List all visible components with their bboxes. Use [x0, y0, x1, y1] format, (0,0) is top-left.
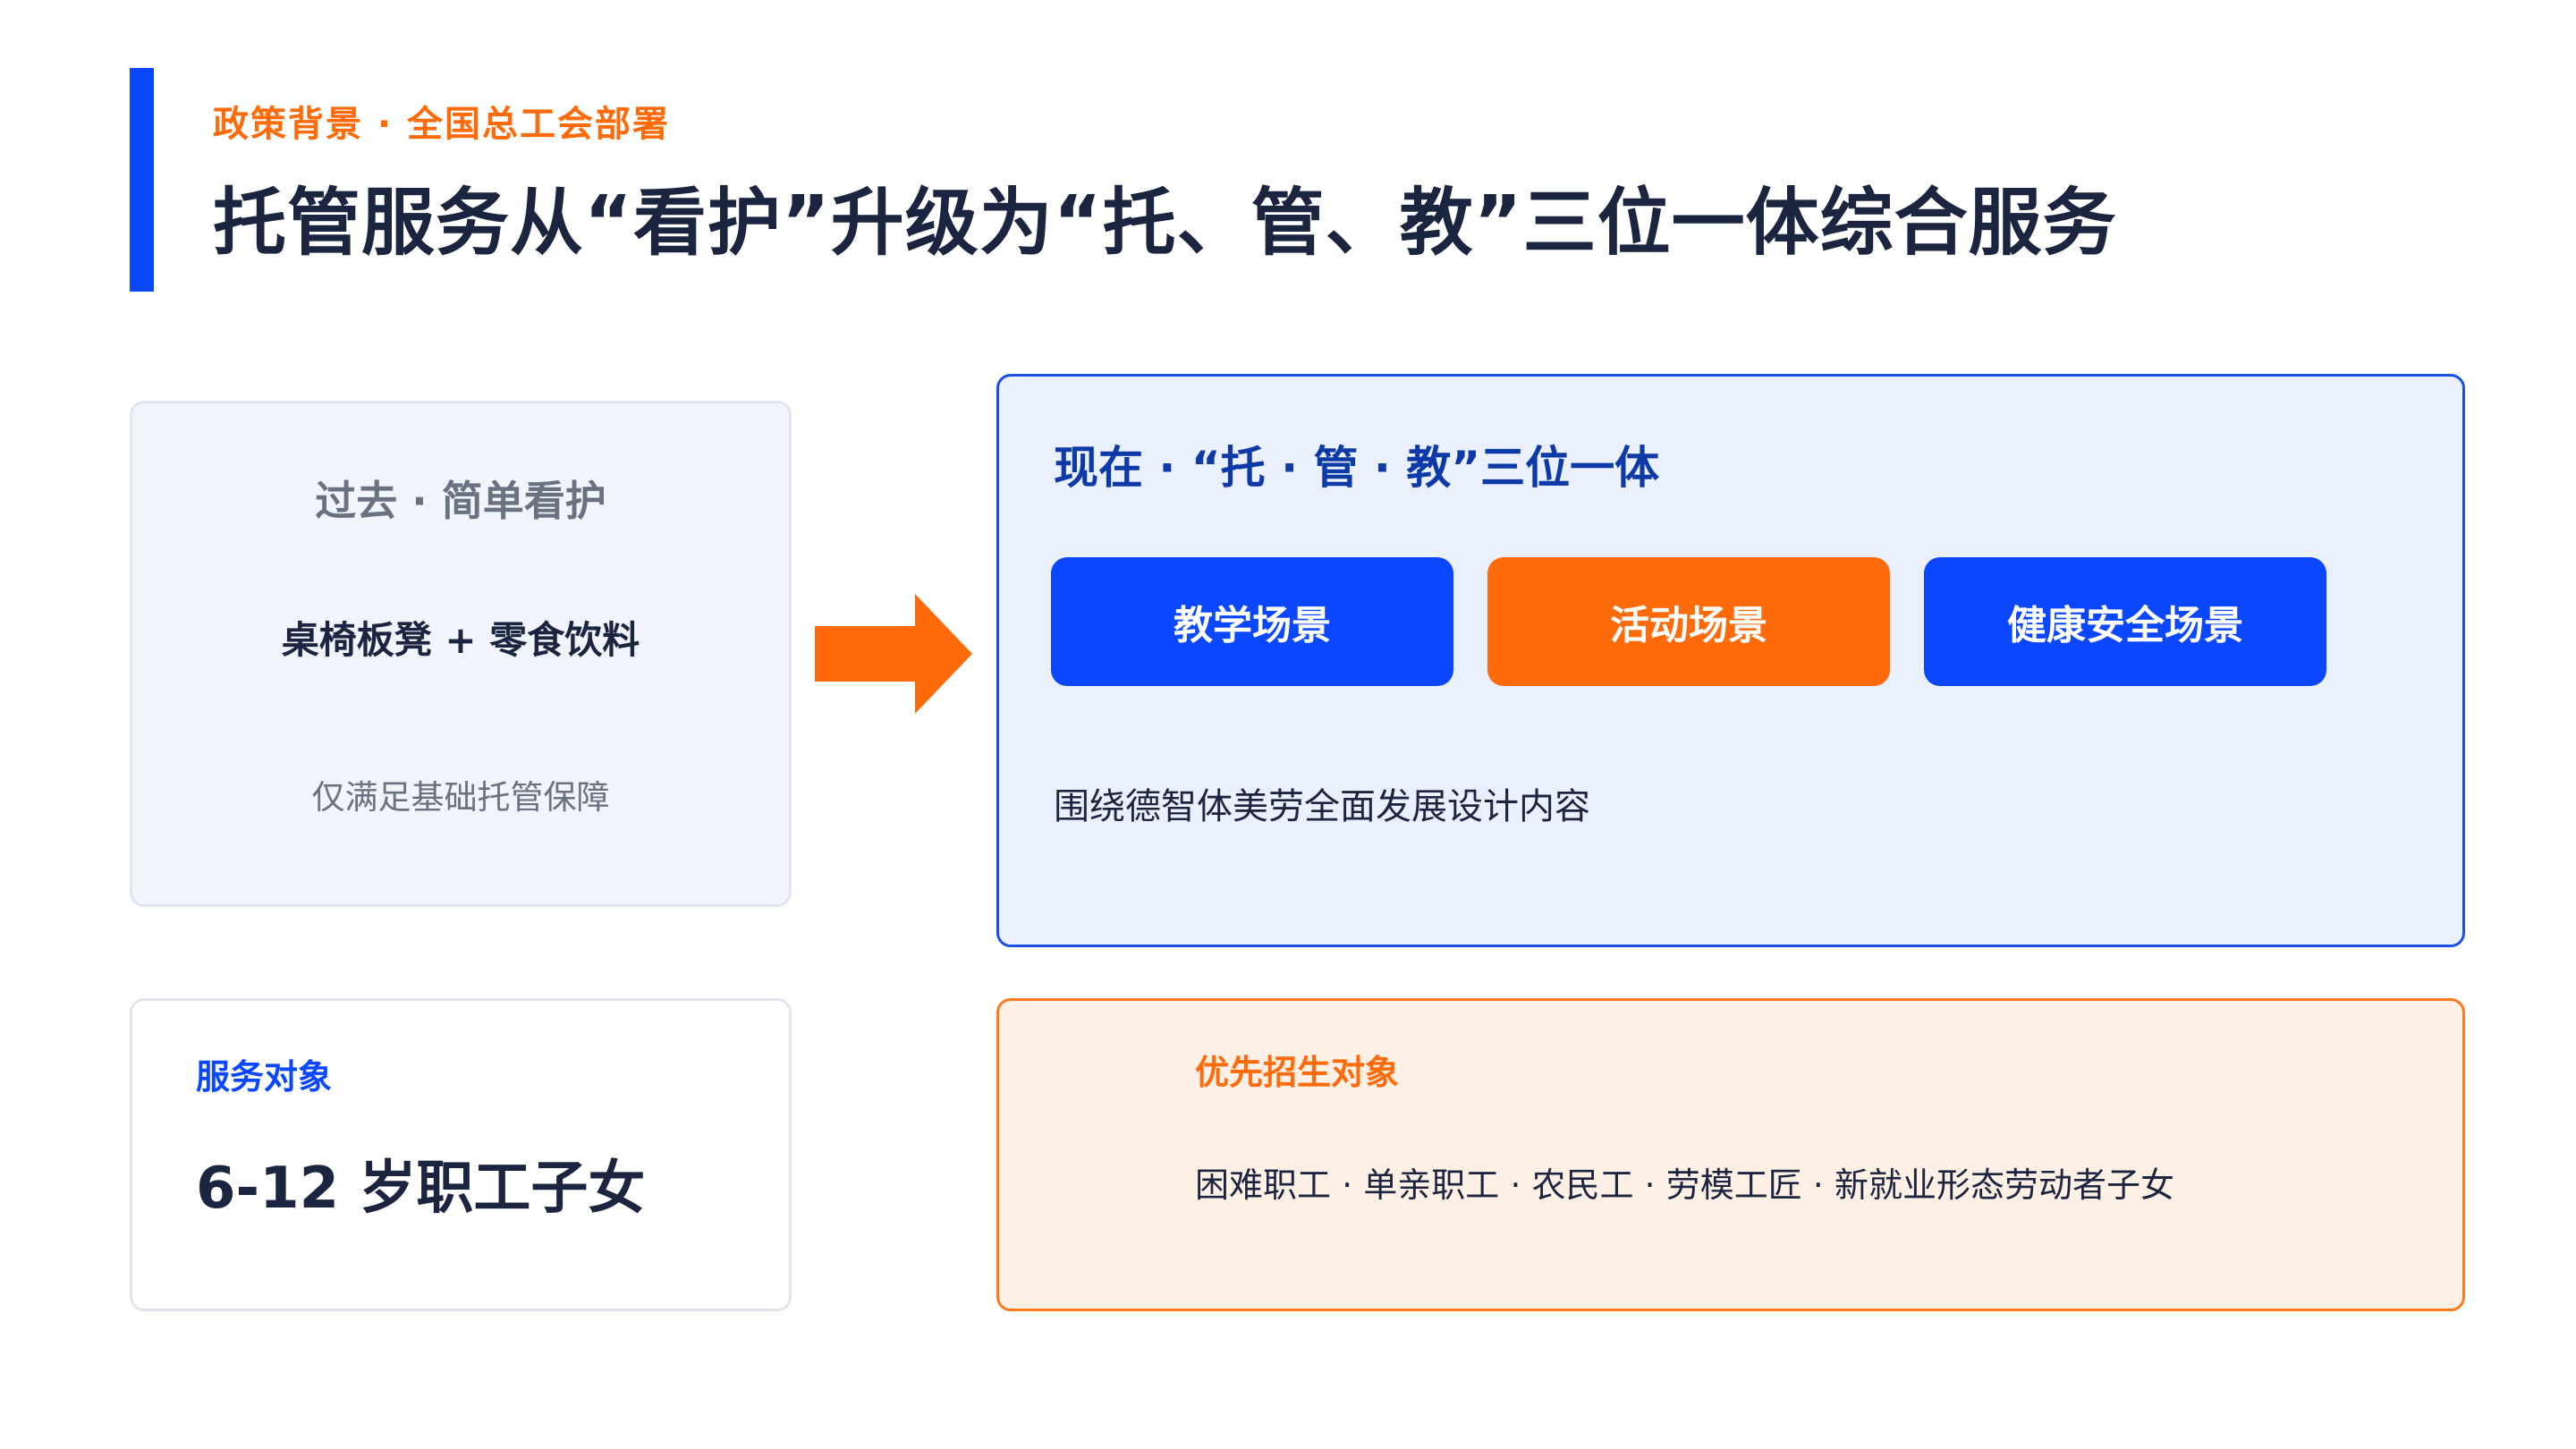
header-accent-bar [130, 68, 154, 292]
now-card-description: 围绕德智体美劳全面发展设计内容 [1054, 786, 1590, 827]
now-card: 现在 · “托 · 管 · 教”三位一体 教学场景 活动场景 健康安全场景 围绕… [996, 374, 2465, 947]
service-target-label: 服务对象 [196, 1057, 333, 1097]
section-kicker: 政策背景 · 全国总工会部署 [213, 104, 671, 145]
past-card-note: 仅满足基础托管保障 [311, 778, 610, 817]
scene-health-safety-tag: 健康安全场景 [1924, 557, 2326, 686]
now-card-title: 现在 · “托 · 管 · 教”三位一体 [1054, 442, 1660, 494]
past-card: 过去 · 简单看护 桌椅板凳 + 零食饮料 仅满足基础托管保障 [130, 401, 792, 907]
arrow-right-icon [815, 594, 972, 714]
scene-activity-tag: 活动场景 [1487, 557, 1890, 686]
priority-enrollment-list: 困难职工 · 单亲职工 · 农民工 · 劳模工匠 · 新就业形态劳动者子女 [1195, 1165, 2174, 1205]
past-card-title: 过去 · 简单看护 [315, 477, 606, 525]
page-title: 托管服务从“看护”升级为“托、管、教”三位一体综合服务 [213, 181, 2117, 266]
priority-enrollment-card: 优先招生对象 困难职工 · 单亲职工 · 农民工 · 劳模工匠 · 新就业形态劳… [996, 998, 2465, 1311]
past-card-items: 桌椅板凳 + 零食饮料 [281, 618, 640, 662]
service-target-card: 服务对象 6-12 岁职工子女 [130, 998, 792, 1311]
priority-enrollment-label: 优先招生对象 [1195, 1053, 1400, 1092]
service-target-value: 6-12 岁职工子女 [196, 1156, 646, 1222]
scene-teaching-tag: 教学场景 [1051, 557, 1453, 686]
